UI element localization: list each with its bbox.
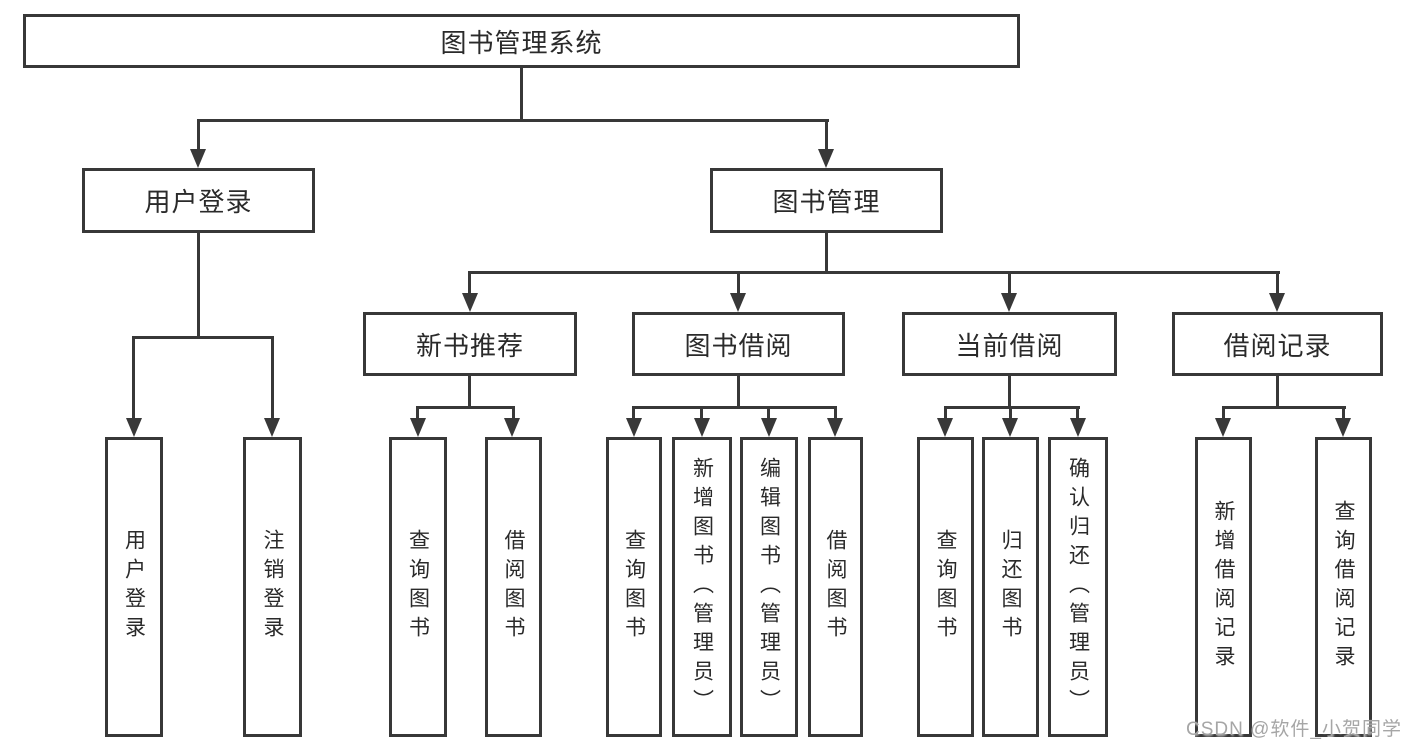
connector-current-borrowing-branch <box>944 406 1080 409</box>
connector-current-borrowing-stem <box>1008 376 1011 408</box>
connector-book-management-stem <box>825 232 828 273</box>
connector-stem-book-borrowing <box>737 271 740 295</box>
connector-stem-leaf <box>1222 406 1225 420</box>
connector-stem-leaf <box>700 406 703 420</box>
leaf-query-borrow-record: 查询借阅记录 <box>1315 437 1372 737</box>
node-book-management: 图书管理 <box>710 168 943 233</box>
connector-book-borrowing-branch <box>632 406 837 409</box>
leaf-borrow-book: 借阅图书 <box>808 437 863 737</box>
arrow-down-icon <box>190 149 206 168</box>
connector-stem-leaf <box>512 406 515 420</box>
leaf-query-book: 查询图书 <box>389 437 447 737</box>
connector-stem-leaf <box>632 406 635 420</box>
arrow-down-icon <box>462 293 478 312</box>
arrow-down-icon <box>761 418 777 437</box>
connector-stem-leaf <box>132 336 135 420</box>
node-book-borrowing: 图书借阅 <box>632 312 845 376</box>
leaf-label: 新增借阅记录 <box>1212 500 1235 674</box>
leaf-label: 编辑图书（管理员） <box>757 456 781 718</box>
connector-stem-leaf <box>767 406 770 420</box>
connector-stem-leaf <box>1009 406 1012 420</box>
arrow-down-icon <box>1002 418 1018 437</box>
connector-new-book-stem <box>468 376 471 408</box>
connector-stem-new-book <box>468 271 471 295</box>
node-library-management-system: 图书管理系统 <box>23 14 1020 68</box>
arrow-down-icon <box>694 418 710 437</box>
arrow-down-icon <box>264 418 280 437</box>
arrow-down-icon <box>818 149 834 168</box>
arrow-down-icon <box>626 418 642 437</box>
leaf-add-borrow-record: 新增借阅记录 <box>1195 437 1252 737</box>
connector-root-stem <box>520 68 523 120</box>
node-current-borrowing: 当前借阅 <box>902 312 1117 376</box>
connector-book-borrowing-stem <box>737 376 740 408</box>
connector-borrowing-records-branch <box>1222 406 1346 409</box>
leaf-label: 查询借阅记录 <box>1332 500 1355 674</box>
connector-user-login-branch <box>133 336 274 339</box>
node-user-login: 用户登录 <box>82 168 315 233</box>
leaf-confirm-return-admin: 确认归还（管理员） <box>1048 437 1108 737</box>
arrow-down-icon <box>827 418 843 437</box>
connector-stem-leaf <box>834 406 837 420</box>
connector-stem-borrowing-records <box>1276 271 1279 295</box>
connector-user-login-stem <box>197 232 200 338</box>
leaf-label: 查询图书 <box>406 529 430 645</box>
arrow-down-icon <box>1215 418 1231 437</box>
leaf-add-book-admin: 新增图书（管理员） <box>672 437 732 737</box>
csdn-watermark: CSDN @软件_小贺同学 <box>1186 719 1402 740</box>
connector-stem-leaf <box>271 336 274 420</box>
connector-new-book-branch <box>416 406 515 409</box>
connector-level3-branch <box>468 271 1280 274</box>
connector-stem-leaf <box>944 406 947 420</box>
arrow-down-icon <box>1070 418 1086 437</box>
arrow-down-icon <box>410 418 426 437</box>
arrow-down-icon <box>730 293 746 312</box>
arrow-down-icon <box>1335 418 1351 437</box>
leaf-label: 借阅图书 <box>824 529 847 645</box>
leaf-label: 借阅图书 <box>502 529 525 645</box>
leaf-label: 用户登录 <box>122 529 146 645</box>
arrow-down-icon <box>937 418 953 437</box>
arrow-down-icon <box>1001 293 1017 312</box>
leaf-label: 查询图书 <box>622 529 646 645</box>
leaf-edit-book-admin: 编辑图书（管理员） <box>740 437 798 737</box>
leaf-label: 查询图书 <box>934 529 957 645</box>
leaf-label: 新增图书（管理员） <box>690 456 714 718</box>
connector-stem-leaf <box>416 406 419 420</box>
connector-stem-leaf <box>1342 406 1345 420</box>
arrow-down-icon <box>1269 293 1285 312</box>
node-borrowing-records: 借阅记录 <box>1172 312 1383 376</box>
leaf-label: 归还图书 <box>999 529 1022 645</box>
leaf-logout: 注销登录 <box>243 437 302 737</box>
connector-stem-current-borrowing <box>1008 271 1011 295</box>
leaf-borrow-book: 借阅图书 <box>485 437 542 737</box>
connector-stem-user-login <box>197 119 200 151</box>
leaf-label: 确认归还（管理员） <box>1066 456 1090 718</box>
connector-stem-leaf <box>1076 406 1079 420</box>
connector-borrowing-records-stem <box>1276 376 1279 408</box>
leaf-query-book: 查询图书 <box>606 437 662 737</box>
arrow-down-icon <box>504 418 520 437</box>
leaf-query-book: 查询图书 <box>917 437 974 737</box>
leaf-label: 注销登录 <box>261 529 284 645</box>
arrow-down-icon <box>126 418 142 437</box>
node-new-book-recommendation: 新书推荐 <box>363 312 577 376</box>
connector-stem-book-management <box>825 119 828 151</box>
leaf-return-book: 归还图书 <box>982 437 1039 737</box>
leaf-user-login: 用户登录 <box>105 437 163 737</box>
connector-level2-branch <box>197 119 829 122</box>
